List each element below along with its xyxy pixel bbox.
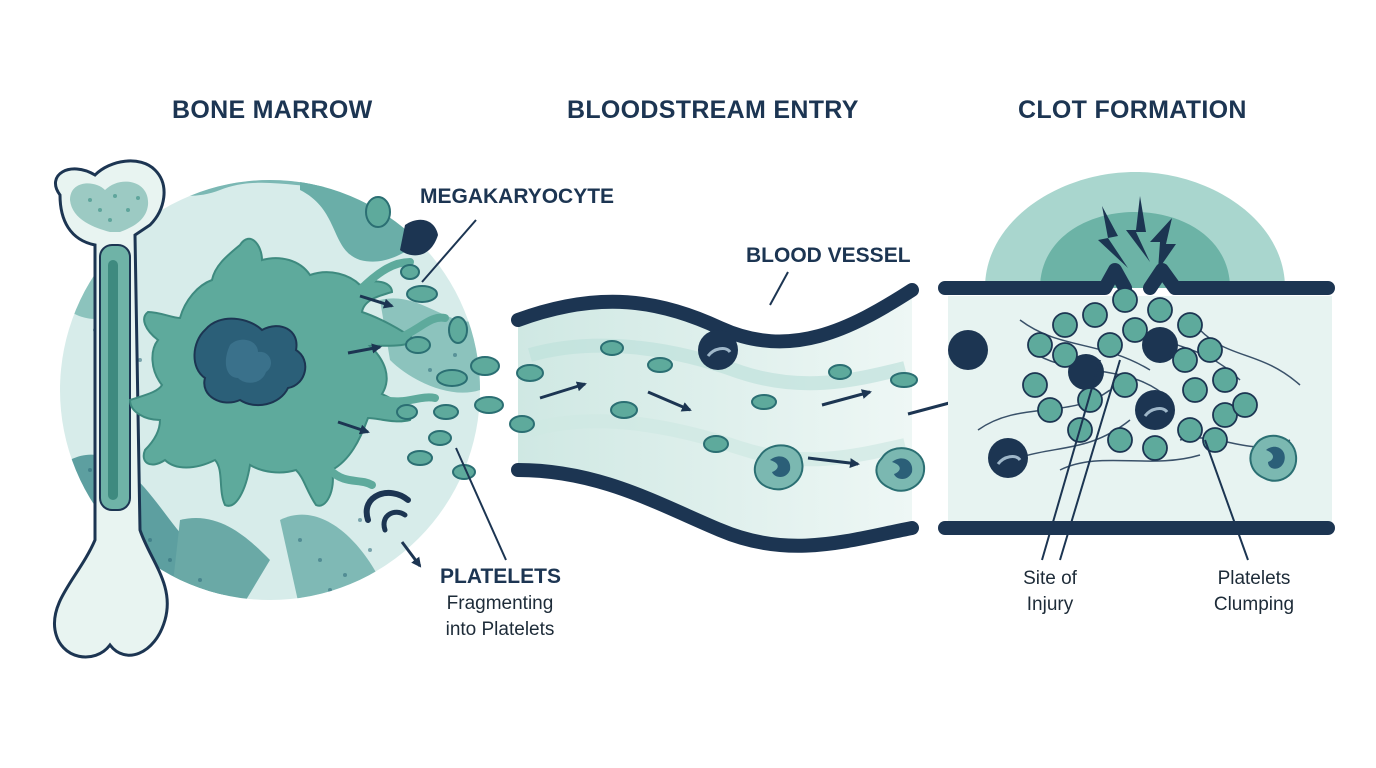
section-title-clot: CLOT FORMATION <box>1018 96 1247 124</box>
vessel-platelets <box>509 340 918 453</box>
clumped-platelets <box>1022 287 1258 461</box>
vessel-red-cells <box>698 330 738 370</box>
leader-lines <box>421 219 1249 561</box>
label-site-of-injury: Site of Injury <box>1000 566 1100 618</box>
section-title-bloodstream: BLOODSTREAM ENTRY <box>567 96 859 124</box>
megakaryocyte-cell <box>128 237 449 507</box>
bone-illustration <box>52 159 169 659</box>
site-line-2: Injury <box>1026 594 1074 615</box>
site-line-1: Site of <box>1023 568 1077 589</box>
marrow-dark-fragment <box>363 219 438 533</box>
label-fragmenting: Fragmenting into Platelets <box>440 591 560 643</box>
vessel-white-cells <box>753 444 926 492</box>
marrow-flow-arrows <box>337 294 422 568</box>
label-platelets-clumping: Platelets Clumping <box>1196 566 1312 618</box>
fragmenting-line-1: Fragmenting <box>446 593 554 614</box>
clot-red-cells <box>948 327 1178 478</box>
fragmenting-line-2: into Platelets <box>445 619 555 640</box>
label-megakaryocyte: MEGAKARYOCYTE <box>420 185 615 208</box>
clot-white-cell <box>1249 435 1298 482</box>
clumping-line-1: Platelets <box>1217 568 1291 589</box>
blood-vessel <box>511 283 919 553</box>
lightning-icon <box>1098 196 1176 270</box>
marrow-platelet-fragments <box>365 196 504 480</box>
section-title-bone-marrow: BONE MARROW <box>172 96 373 124</box>
label-blood-vessel: BLOOD VESSEL <box>746 244 911 267</box>
label-platelets: PLATELETS <box>440 565 561 588</box>
clumping-line-2: Clumping <box>1213 594 1295 615</box>
